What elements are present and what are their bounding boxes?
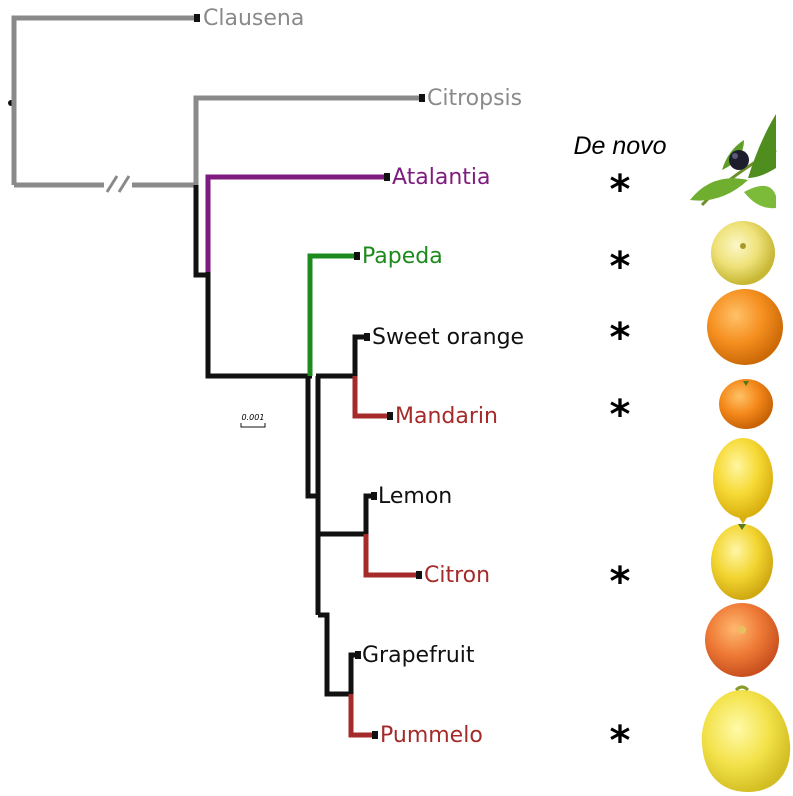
branch-sweet-orange <box>355 337 365 378</box>
de-novo-star-mandarin: * <box>610 392 631 438</box>
de-novo-star-sweet-orange: * <box>610 315 631 361</box>
mandarin-photo <box>719 379 773 429</box>
branch-break-mark <box>104 176 132 192</box>
atalantia-photo <box>688 112 776 208</box>
outgroup-branches <box>14 18 421 188</box>
sweet-orange-photo <box>707 289 783 365</box>
scale-bar: 0.001 <box>241 413 265 427</box>
de-novo-column-title: De novo <box>573 132 666 160</box>
branch-atalantia <box>208 177 386 275</box>
branch-papeda <box>310 256 356 376</box>
papeda-photo <box>711 221 775 285</box>
taxon-label-grapefruit: Grapefruit <box>362 643 475 668</box>
de-novo-markers: * * * * * * <box>610 167 631 764</box>
lemon-photo <box>713 438 773 524</box>
de-novo-star-atalantia: * <box>610 167 631 213</box>
branch-grapefruit-pummelo-node <box>318 615 353 694</box>
scale-bar-label: 0.001 <box>242 413 265 422</box>
de-novo-star-citron: * <box>610 559 631 605</box>
fruit-images <box>688 112 790 792</box>
taxon-label-sweet-orange: Sweet orange <box>372 325 524 350</box>
pummelo-photo <box>702 687 790 792</box>
branch-grapefruit <box>351 655 357 696</box>
branch-lemon <box>366 496 372 536</box>
taxon-label-papeda: Papeda <box>362 244 443 269</box>
taxon-label-clausena: Clausena <box>203 6 304 31</box>
branch-clausena <box>14 18 196 185</box>
branch-backbone-2 <box>208 272 312 376</box>
branch-pummelo <box>351 694 374 735</box>
branch-mandarin <box>355 376 389 416</box>
grapefruit-photo <box>705 603 779 677</box>
branch-citron <box>366 534 418 575</box>
citron-photo <box>711 524 773 600</box>
taxon-label-mandarin: Mandarin <box>395 404 498 429</box>
de-novo-star-pummelo: * <box>610 718 631 764</box>
taxon-label-atalantia: Atalantia <box>392 165 491 190</box>
taxon-label-lemon: Lemon <box>378 484 452 509</box>
de-novo-star-papeda: * <box>610 244 631 290</box>
taxon-label-citropsis: Citropsis <box>427 86 522 111</box>
taxon-label-citron: Citron <box>424 563 490 588</box>
ingroup-backbone <box>196 185 368 694</box>
taxon-label-pummelo: Pummelo <box>380 723 483 748</box>
